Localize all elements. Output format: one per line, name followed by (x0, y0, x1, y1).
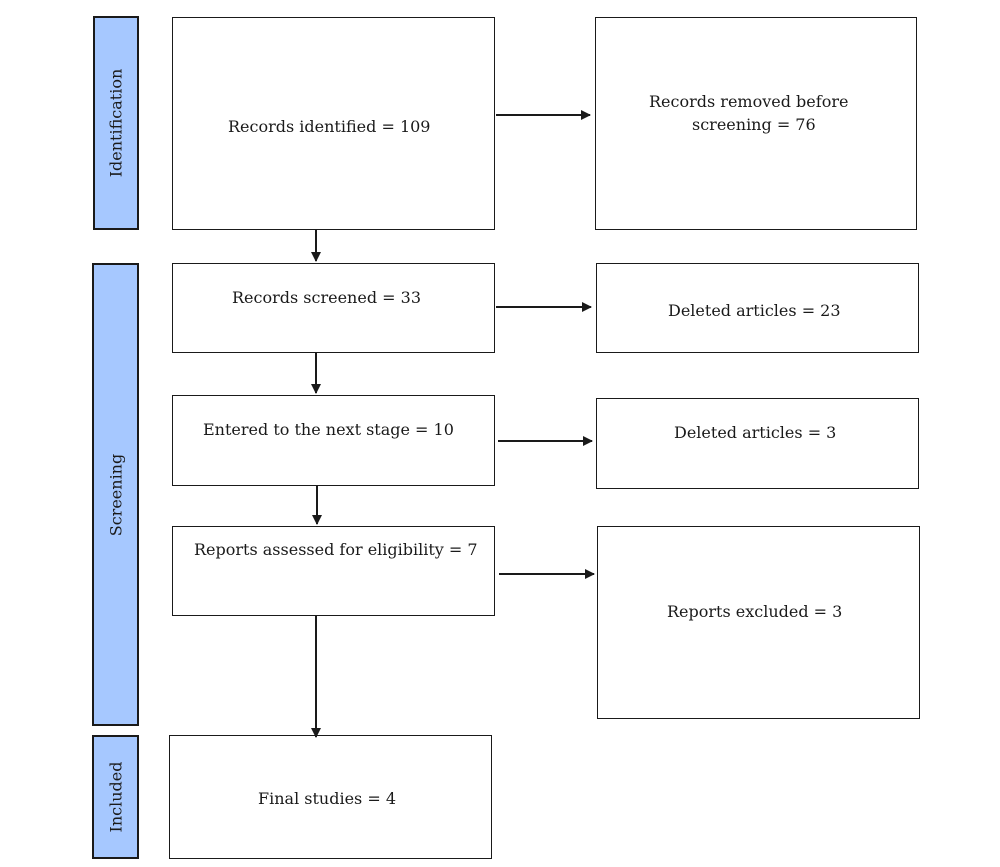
phase-screening: Screening (92, 263, 139, 726)
reports-excluded-text: Reports excluded = 3 (667, 602, 843, 621)
records-removed-text-line2: screening = 76 (692, 115, 816, 134)
records-screened-box: Records screened = 33 (172, 263, 495, 353)
records-removed-box: Records removed before screening = 76 (595, 17, 917, 230)
deleted-articles-box-2: Deleted articles = 3 (596, 398, 919, 489)
records-identified-text: Records identified = 109 (228, 117, 431, 136)
final-studies-box: Final studies = 4 (169, 735, 492, 859)
phase-identification-label: Identification (106, 68, 126, 178)
reports-excluded-box: Reports excluded = 3 (597, 526, 920, 719)
entered-next-stage-box: Entered to the next stage = 10 (172, 395, 495, 486)
deleted-articles-text-2: Deleted articles = 3 (674, 423, 837, 442)
reports-assessed-box: Reports assessed for eligibility = 7 (172, 526, 495, 616)
deleted-articles-box-1: Deleted articles = 23 (596, 263, 919, 353)
records-removed-text-line1: Records removed before (649, 92, 849, 111)
records-identified-box: Records identified = 109 (172, 17, 495, 230)
final-studies-text: Final studies = 4 (258, 789, 397, 808)
reports-assessed-text: Reports assessed for eligibility = 7 (194, 540, 478, 559)
entered-next-stage-text: Entered to the next stage = 10 (203, 420, 454, 439)
records-screened-text: Records screened = 33 (232, 288, 422, 307)
phase-screening-label: Screening (106, 453, 125, 536)
phase-included-label: Included (106, 761, 125, 833)
phase-included: Included (92, 735, 139, 859)
deleted-articles-text-1: Deleted articles = 23 (668, 301, 841, 320)
phase-identification: Identification (93, 16, 139, 230)
